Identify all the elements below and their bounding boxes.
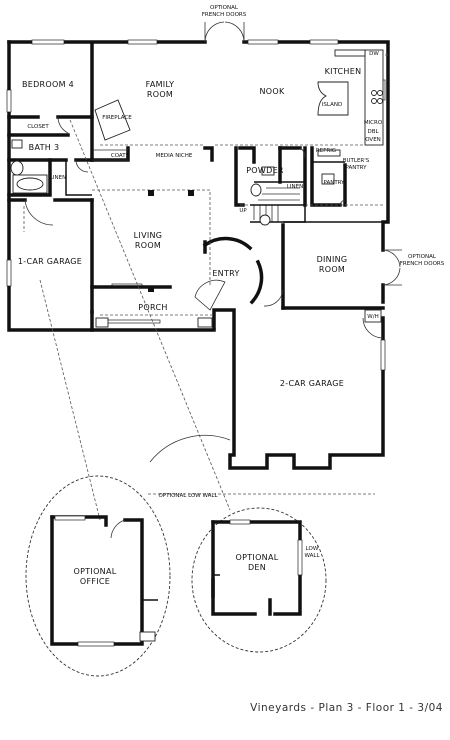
optional-den-label: OPTIONAL	[236, 553, 279, 562]
kitchen-label: KITCHEN	[325, 67, 362, 76]
living-room-label-2: ROOM	[135, 241, 161, 250]
butlers-pantry-label-2: PANTRY	[345, 165, 367, 171]
notes: OPTIONAL FRENCH DOORS OPTIONAL FRENCH DO…	[158, 5, 444, 499]
island-label: ISLAND	[322, 102, 342, 108]
optional-den-label-2: DEN	[248, 563, 266, 572]
optional-office-inset	[25, 475, 171, 677]
porch-label: PORCH	[138, 303, 167, 312]
interior-walls	[7, 115, 385, 310]
optional-french-doors-top-2: FRENCH DOORS	[202, 12, 247, 18]
optional-french-doors-right-2: FRENCH DOORS	[400, 261, 445, 267]
family-room-label-2: ROOM	[147, 90, 173, 99]
dw-label: DW	[369, 51, 379, 57]
optional-office-label-2: OFFICE	[80, 577, 110, 586]
bedroom-4-label: BEDROOM 4	[22, 80, 74, 89]
entry-label: ENTRY	[212, 269, 239, 278]
pantry-label: PANTRY	[323, 180, 345, 186]
family-room-label: FAMILY	[146, 80, 175, 89]
coats-label: COATS	[111, 153, 130, 159]
living-room-label: LIVING	[134, 231, 163, 240]
optional-office-label: OPTIONAL	[74, 567, 117, 576]
two-car-garage-label: 2-CAR GARAGE	[280, 379, 344, 388]
powder-label: POWDER	[246, 166, 284, 175]
butlers-pantry-label: BUTLER'S	[343, 158, 370, 164]
nook-label: NOOK	[259, 87, 284, 96]
oven-label: OVEN	[365, 137, 381, 143]
fixtures	[10, 49, 384, 328]
closet-label: CLOSET	[27, 124, 49, 130]
room-labels: BEDROOM 4 FAMILY ROOM NOOK KITCHEN ISLAN…	[18, 51, 383, 586]
one-car-garage-label: 1-CAR GARAGE	[18, 257, 82, 266]
doors	[24, 21, 402, 463]
optional-den-inset	[191, 507, 327, 653]
fireplace-label: FIREPLACE	[102, 115, 132, 121]
refrig-label: REFRIG	[316, 148, 336, 154]
low-wall-label-2: WALL	[304, 553, 320, 559]
media-niche-label: MEDIA NICHE	[156, 153, 193, 159]
linen-hall-label: LINEN	[287, 184, 303, 190]
dbl-label: DBL	[367, 129, 379, 135]
bath-3-label: BATH 3	[29, 143, 60, 152]
dining-room-label: DINING	[317, 255, 348, 264]
exterior-walls	[7, 40, 390, 470]
low-wall-label: LOW	[306, 546, 319, 552]
optional-french-doors-right: OPTIONAL	[408, 254, 437, 260]
optional-french-doors-top: OPTIONAL	[210, 5, 239, 11]
linen-bath-label: LINEN	[50, 175, 66, 181]
plan-caption: Vineyards - Plan 3 - Floor 1 - 3/04	[250, 702, 443, 714]
up-label: UP	[239, 208, 247, 214]
dining-room-label-2: ROOM	[319, 265, 345, 274]
optional-low-wall-note: OPTIONAL LOW WALL	[158, 493, 218, 499]
micro-label: MICRO	[364, 120, 383, 126]
dashed-lines	[23, 50, 388, 521]
wh-label: W/H	[367, 314, 378, 320]
